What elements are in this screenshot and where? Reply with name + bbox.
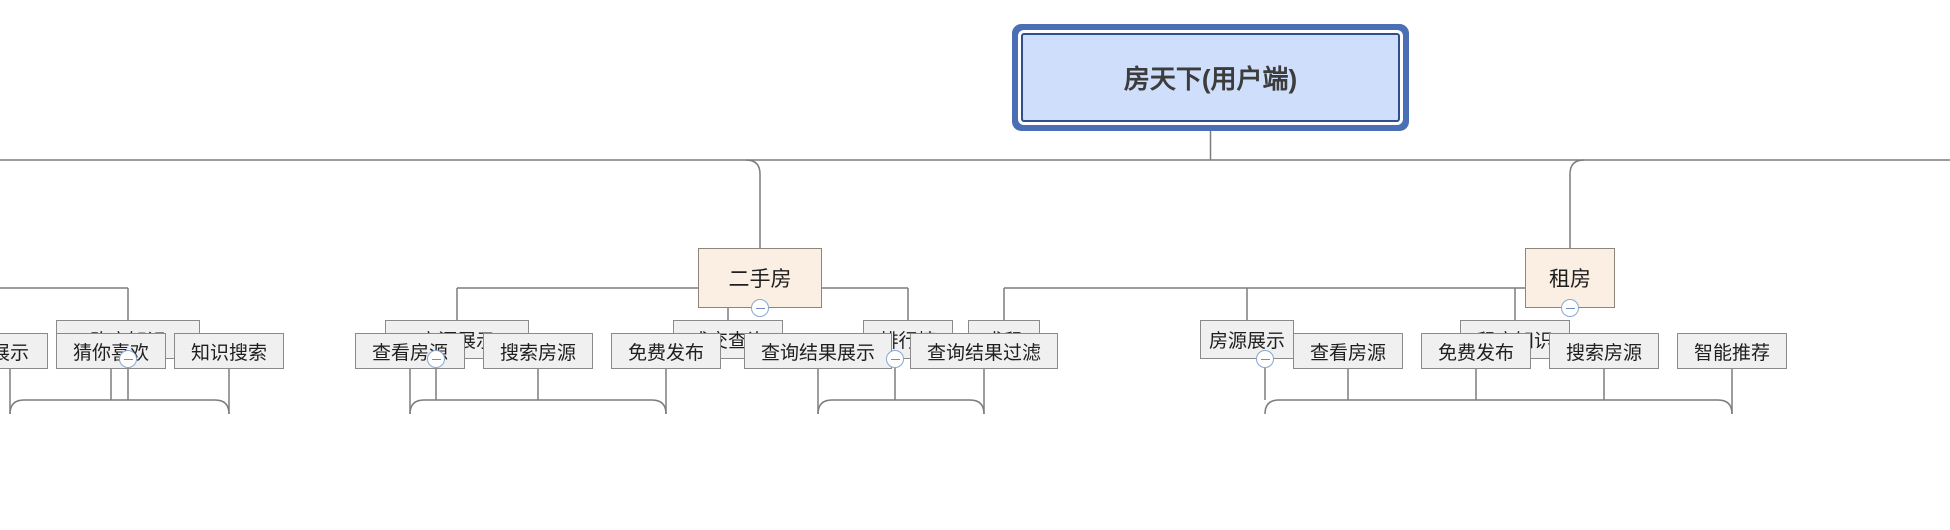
node-fangyuanzhanshi-zufang-label: 房源展示: [1208, 331, 1285, 352]
leaf-cainixihuan-label: 猜你喜欢: [72, 342, 149, 364]
collapse-toggle-chengjiaochaxun[interactable]: [886, 350, 904, 368]
leaf-sousuofangyuan-zufang[interactable]: 搜索房源: [1549, 333, 1659, 369]
minus-icon: [1565, 307, 1575, 309]
leaf-chakanfangyuan-ershou[interactable]: 查看房源: [355, 333, 465, 369]
leaf-sousuofangyuan-ershou[interactable]: 搜索房源: [483, 333, 593, 369]
root-node[interactable]: 房天下(用户端): [1021, 33, 1400, 122]
node-ershoufang-label: 二手房: [728, 268, 792, 291]
node-fangyuanzhanshi-zufang[interactable]: 房源展示: [1200, 320, 1294, 359]
collapse-toggle-zufang[interactable]: [1561, 299, 1579, 317]
collapse-toggle-fangyuanzhanshi-ershou[interactable]: [427, 350, 445, 368]
leaf-sousuofangyuan-ershou-label: 搜索房源: [499, 342, 576, 364]
leaf-chaxunjieguozhanshi[interactable]: 查询结果展示: [744, 333, 892, 369]
leaf-zhanshi-label: 展示: [0, 342, 29, 364]
node-ershoufang[interactable]: 二手房: [698, 248, 822, 308]
minus-icon: [123, 358, 133, 360]
leaf-zhinengtuijian[interactable]: 智能推荐: [1677, 333, 1787, 369]
minus-icon: [1260, 358, 1270, 360]
node-zufang-label: 租房: [1549, 268, 1591, 291]
leaf-chakanfangyuan-zufang[interactable]: 查看房源: [1293, 333, 1403, 369]
leaf-mianfeifabu-ershou-label: 免费发布: [627, 342, 704, 364]
leaf-mianfeifabu-zufang-label: 免费发布: [1437, 342, 1514, 364]
minus-icon: [755, 307, 765, 309]
leaf-zhinengtuijian-label: 智能推荐: [1693, 342, 1770, 364]
collapse-toggle-ershoufang[interactable]: [751, 299, 769, 317]
leaf-sousuofangyuan-zufang-label: 搜索房源: [1565, 342, 1642, 364]
leaf-chaxunjieguoguolu-label: 查询结果过滤: [926, 342, 1041, 364]
leaf-mianfeifabu-zufang[interactable]: 免费发布: [1421, 333, 1531, 369]
collapse-toggle-goufangzhishi[interactable]: [119, 350, 137, 368]
leaf-zhishisousuo-label: 知识搜索: [190, 342, 267, 364]
leaf-chaxunjieguozhanshi-label: 查询结果展示: [760, 342, 875, 364]
root-node-label: 房天下(用户端): [1123, 64, 1298, 94]
leaf-cainixihuan[interactable]: 猜你喜欢: [56, 333, 166, 369]
leaf-mianfeifabu-ershou[interactable]: 免费发布: [611, 333, 721, 369]
leaf-zhanshi[interactable]: 展示: [0, 333, 48, 369]
collapse-toggle-fangyuanzhanshi-zufang[interactable]: [1256, 350, 1274, 368]
minus-icon: [431, 358, 441, 360]
leaf-chaxunjieguoguolu[interactable]: 查询结果过滤: [910, 333, 1058, 369]
leaf-chakanfangyuan-zufang-label: 查看房源: [1309, 342, 1386, 364]
leaf-zhishisousuo[interactable]: 知识搜索: [174, 333, 284, 369]
minus-icon: [890, 358, 900, 360]
